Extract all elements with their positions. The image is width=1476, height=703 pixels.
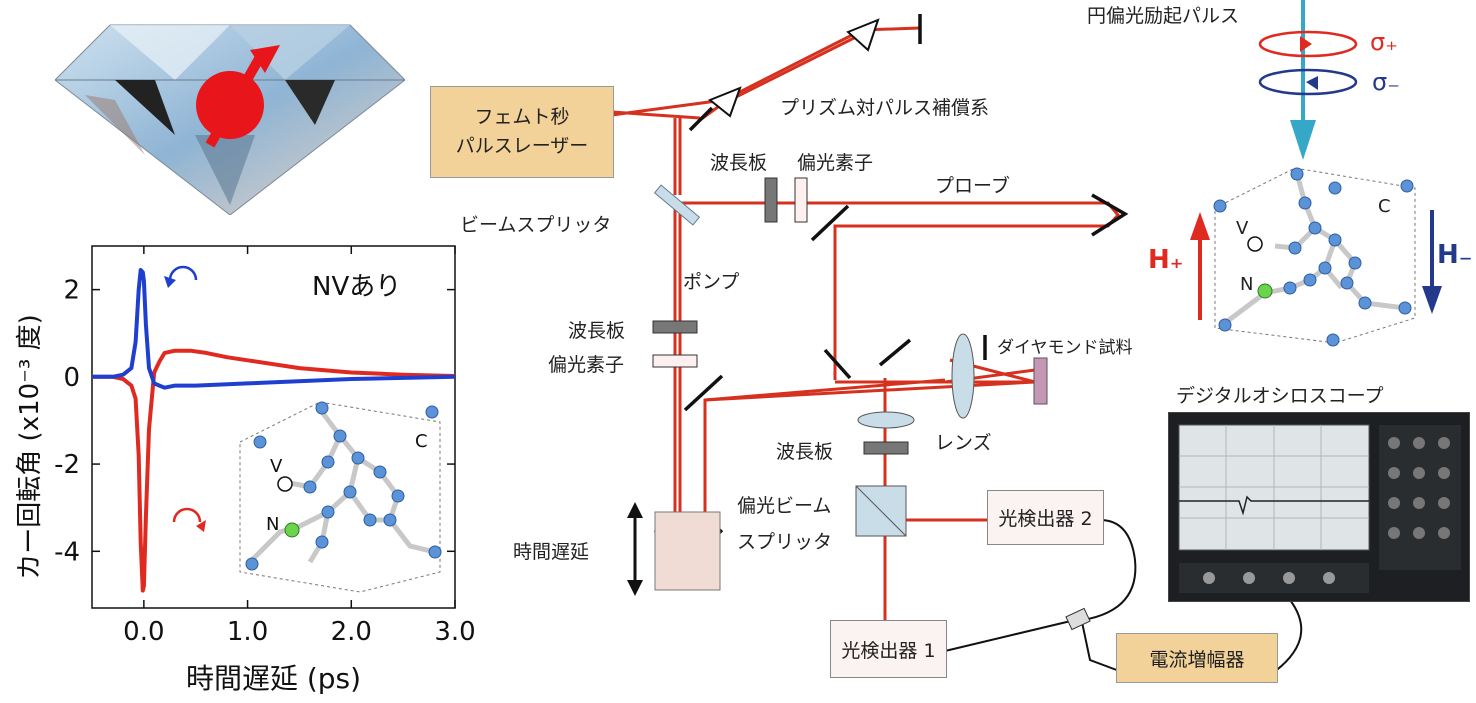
right-lattice bbox=[1213, 167, 1416, 347]
laser-box: フェムト秒 パルスレーザー bbox=[430, 86, 614, 178]
pump-label: ポンプ bbox=[683, 271, 740, 293]
lattice-n-label: N bbox=[1240, 274, 1254, 295]
probe-label: プローブ bbox=[935, 175, 1010, 197]
sigma-minus-label: σ₋ bbox=[1372, 68, 1400, 96]
prism-icon bbox=[708, 86, 742, 118]
waveplate-1 bbox=[764, 177, 778, 223]
y-tick-label: -4 bbox=[54, 537, 80, 567]
rotation-ccw-icon bbox=[164, 265, 198, 288]
excitation-beam bbox=[1258, 0, 1358, 160]
x-axis-label: 時間遅延 (ps) bbox=[186, 662, 361, 695]
lens-main bbox=[951, 333, 975, 419]
field-h-minus-arrow-icon bbox=[1422, 210, 1442, 314]
diamond-illustration bbox=[55, 24, 405, 215]
delay-double-arrow-icon bbox=[627, 502, 643, 596]
plot-frame bbox=[91, 245, 456, 609]
inset-lattice: V N C bbox=[239, 401, 442, 593]
h-minus-label: H₋ bbox=[1437, 240, 1473, 270]
delay-label: 時間遅延 bbox=[513, 541, 590, 563]
polarizer-1-label: 偏光素子 bbox=[797, 152, 874, 174]
lens-small bbox=[857, 411, 915, 429]
beam-splitter-plate bbox=[653, 184, 701, 226]
inset-label-n: N bbox=[266, 514, 279, 535]
waveplate-3 bbox=[863, 441, 909, 455]
diamond-sample bbox=[1033, 357, 1048, 405]
lens-label: レンズ bbox=[935, 432, 992, 454]
sample-label: ダイヤモンド試料 bbox=[997, 338, 1133, 358]
y-tick-label: 2 bbox=[63, 276, 80, 306]
x-tick-label: 3.0 bbox=[434, 617, 475, 647]
y-tick-label: -2 bbox=[54, 450, 80, 480]
polarizer-2 bbox=[652, 354, 698, 368]
waveplate-2 bbox=[652, 320, 698, 334]
detector-2-box: 光検出器 2 bbox=[987, 490, 1104, 545]
inset-label-c: C bbox=[415, 431, 428, 452]
chart-series bbox=[92, 268, 456, 593]
cable-connector bbox=[1065, 607, 1091, 631]
prism-icon bbox=[846, 18, 880, 52]
prism-label: プリズム対パルス補償系 bbox=[780, 97, 990, 119]
polarizer-1 bbox=[794, 177, 808, 223]
detector-1-box: 光検出器 1 bbox=[830, 620, 947, 678]
pbs-label: 偏光ビーム スプリッタ bbox=[737, 495, 833, 554]
field-h-plus-arrow-icon bbox=[1190, 212, 1210, 320]
current-amplifier-box: 電流増幅器 bbox=[1116, 633, 1278, 683]
splitter-label: ビームスプリッタ bbox=[460, 214, 612, 236]
oscilloscope-image bbox=[1168, 412, 1470, 602]
lattice-c-label: C bbox=[1378, 196, 1391, 217]
x-tick-label: 0.0 bbox=[123, 617, 164, 647]
h-plus-label: H₊ bbox=[1148, 245, 1184, 275]
chart-annotation: NVあり bbox=[312, 272, 401, 302]
series-line-1 bbox=[92, 268, 456, 390]
x-tick-label: 1.0 bbox=[227, 617, 268, 647]
kerr-rotation-chart: 0.0 1.0 2.0 3.0 2 0 -2 -4 時間遅延 (ps) カー回転角 (x10⁻³ … bbox=[15, 245, 475, 695]
y-tick-label: 0 bbox=[63, 363, 80, 393]
delay-stage bbox=[654, 511, 721, 591]
lattice-v-label: V bbox=[1236, 218, 1249, 239]
polarizer-2-label: 偏光素子 bbox=[548, 354, 625, 376]
x-tick-label: 2.0 bbox=[331, 617, 372, 647]
inset-label-v: V bbox=[270, 456, 283, 477]
waveplate-2-label: 波長板 bbox=[568, 320, 626, 342]
waveplate-3-label: 波長板 bbox=[776, 441, 834, 463]
excitation-label: 円偏光励起パルス bbox=[1087, 5, 1240, 27]
sigma-plus-label: σ₊ bbox=[1370, 28, 1398, 56]
chart-axes: 0.0 1.0 2.0 3.0 2 0 -2 -4 時間遅延 (ps) カー回転角 (x10⁻³ … bbox=[15, 245, 475, 695]
oscilloscope-label: デジタルオシロスコープ bbox=[1176, 385, 1384, 407]
rotation-cw-icon bbox=[172, 507, 206, 532]
y-axis-label: カー回転角 (x10⁻³ 度) bbox=[15, 314, 45, 579]
series-line-0 bbox=[92, 348, 456, 593]
waveplate-1-label: 波長板 bbox=[710, 152, 768, 174]
